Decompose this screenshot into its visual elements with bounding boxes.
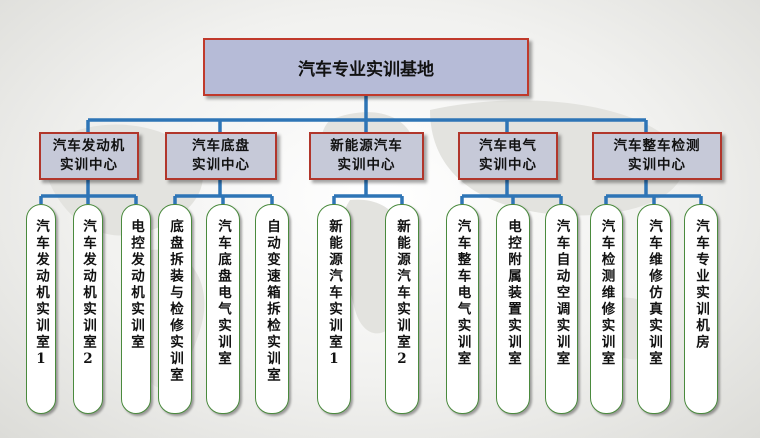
lab-transmission: 自动变速箱拆检实训室 <box>255 204 289 414</box>
lab-new-energy-1: 新能源汽车实训室1 <box>317 204 351 414</box>
lab-electronic-engine: 电控发动机实训室 <box>121 204 151 414</box>
lab-engine-1: 汽车发动机实训室1 <box>26 204 56 414</box>
lab-chassis-electrical: 汽车底盘电气实训室 <box>206 204 240 414</box>
lab-inspection-repair: 汽车检测维修实训室 <box>590 204 623 414</box>
lab-label: 汽车自动空调实训室 <box>553 219 570 368</box>
lab-label: 汽车整车电气实训室 <box>454 219 471 368</box>
lab-label: 汽车底盘电气实训室 <box>215 219 231 368</box>
lab-accessory-control: 电控附属装置实训室 <box>496 204 530 414</box>
lab-label: 汽车维修仿真实训室 <box>646 219 662 368</box>
lab-label: 新能源汽车实训室2 <box>394 219 410 370</box>
lab-engine-2: 汽车发动机实训室2 <box>73 204 103 414</box>
center-electrical: 汽车电气 实训中心 <box>458 132 558 180</box>
center-label: 汽车发动机 实训中心 <box>52 138 126 173</box>
root-node: 汽车专业实训基地 <box>203 38 529 96</box>
center-label: 汽车电气 实训中心 <box>479 138 537 173</box>
lab-computer-room: 汽车专业实训机房 <box>684 204 718 414</box>
lab-label: 新能源汽车实训室1 <box>326 219 342 370</box>
center-engine: 汽车发动机 实训中心 <box>39 132 139 180</box>
center-label: 新能源汽车 实训中心 <box>330 138 403 173</box>
center-inspection: 汽车整车检测 实训中心 <box>592 132 722 180</box>
center-chassis: 汽车底盘 实训中心 <box>165 132 277 180</box>
lab-label: 底盘拆装与检修实训室 <box>167 219 183 384</box>
lab-vehicle-electrical: 汽车整车电气实训室 <box>446 204 479 414</box>
lab-label: 电控发动机实训室 <box>128 219 144 351</box>
lab-auto-ac: 汽车自动空调实训室 <box>545 204 578 414</box>
lab-label: 自动变速箱拆检实训室 <box>264 219 280 384</box>
lab-chassis-repair: 底盘拆装与检修实训室 <box>158 204 192 414</box>
lab-simulation: 汽车维修仿真实训室 <box>637 204 671 414</box>
lab-label: 汽车检测维修实训室 <box>598 219 615 368</box>
lab-label: 汽车专业实训机房 <box>693 219 709 351</box>
root-label: 汽车专业实训基地 <box>298 59 434 80</box>
center-label: 汽车整车检测 实训中心 <box>613 138 701 173</box>
center-new-energy: 新能源汽车 实训中心 <box>309 132 424 180</box>
lab-label: 电控附属装置实训室 <box>505 219 521 368</box>
lab-label: 汽车发动机实训室1 <box>33 219 49 370</box>
lab-new-energy-2: 新能源汽车实训室2 <box>385 204 419 414</box>
lab-label: 汽车发动机实训室2 <box>80 219 96 370</box>
center-label: 汽车底盘 实训中心 <box>192 138 250 173</box>
